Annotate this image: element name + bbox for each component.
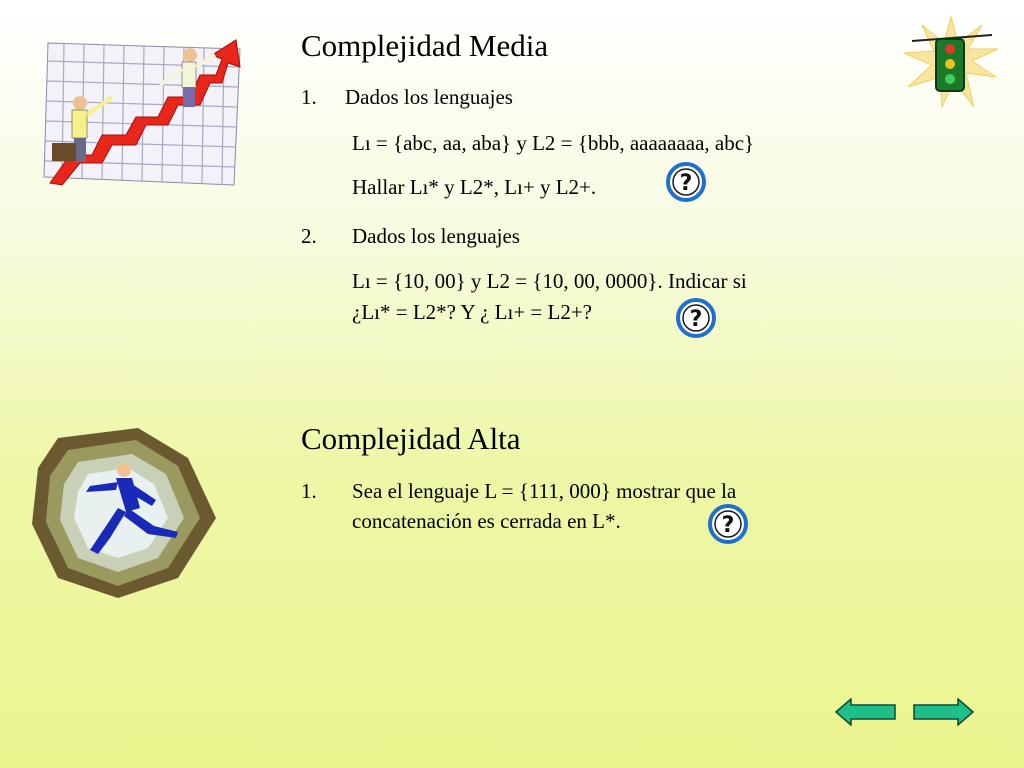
running-figure-clipart (28, 428, 218, 600)
previous-slide-button[interactable] (834, 697, 897, 727)
next-slide-button[interactable] (912, 697, 975, 727)
item-heading: Dados los lenguajes (345, 85, 513, 109)
help-question-button[interactable]: ? (676, 298, 716, 338)
item-number: 2. (301, 224, 317, 248)
exercise-question-line: ¿Lı* = L2*? Y ¿ Lı+ = L2+? (352, 300, 592, 324)
question-mark-icon: ? (708, 504, 748, 544)
section-title-alta: Complejidad Alta (301, 421, 521, 456)
item-number: 1. (301, 85, 317, 109)
traffic-light-clipart (902, 15, 1000, 110)
item-heading: Dados los lenguajes (352, 224, 520, 248)
question-mark-icon: ? (676, 298, 716, 338)
svg-text:?: ? (722, 513, 735, 538)
help-question-button[interactable]: ? (666, 162, 706, 202)
language-definition-line: Lı = {10, 00} y L2 = {10, 00, 0000}. Ind… (352, 269, 747, 293)
arrow-left-icon (834, 697, 896, 727)
svg-text:?: ? (690, 307, 703, 332)
exercise-statement-line: Sea el lenguaje L = {111, 000} mostrar q… (352, 479, 737, 503)
svg-text:?: ? (680, 171, 693, 196)
question-mark-icon: ? (666, 162, 706, 202)
language-definition-line: Lı = {abc, aa, aba} y L2 = {bbb, aaaaaaa… (352, 131, 755, 155)
climbing-stairs-clipart (40, 35, 245, 190)
arrow-right-icon (913, 697, 975, 727)
item-number: 1. (301, 479, 317, 503)
exercise-statement-line: concatenación es cerrada en L*. (352, 509, 621, 533)
exercise-instruction-line: Hallar Lı* y L2*, Lı+ y L2+. (352, 175, 597, 199)
section-title-media: Complejidad Media (301, 28, 549, 63)
help-question-button[interactable]: ? (708, 504, 748, 544)
